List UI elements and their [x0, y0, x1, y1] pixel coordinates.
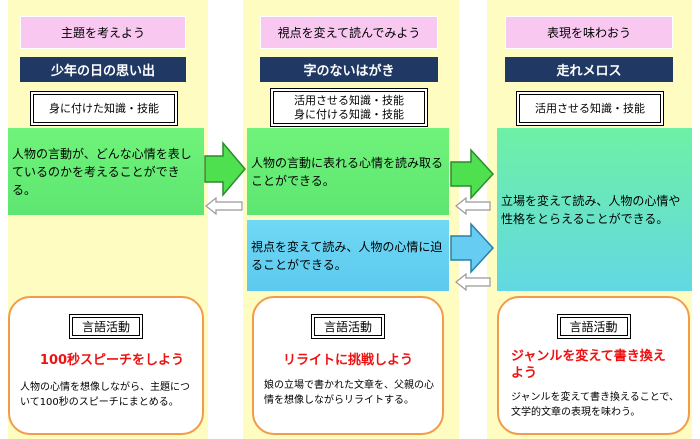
goal-3: 立場を変えて読み、人物の心情や性格をとらえることができる。: [497, 128, 692, 291]
skill-box-2: 活用させる知識・技能 身に付ける知識・技能: [270, 88, 428, 127]
skill-line: 身に付ける知識・技能: [294, 107, 404, 121]
arrow-left-icon: [455, 272, 491, 292]
arrow-left-icon: [205, 196, 243, 216]
activity-title: 100秒スピーチをしよう: [39, 353, 185, 368]
arrow-right-icon: [204, 140, 246, 198]
skill-box-1: 身に付けた知識・技能: [30, 91, 178, 126]
theme-title-1: 主題を考えよう: [20, 16, 186, 49]
arrow-right-icon: [450, 148, 495, 200]
activity-box-2: 言語活動 リライトに挑戦しよう 娘の立場で書かれた文章を、父親の心情を想像しなが…: [252, 296, 444, 435]
activity-label: 言語活動: [310, 314, 386, 339]
activity-title: リライトに挑戦しよう: [282, 353, 413, 368]
activity-title: ジャンルを変えて書き換えよう: [511, 349, 666, 381]
work-title-1: 少年の日の思い出: [20, 57, 186, 82]
activity-label: 言語活動: [556, 314, 631, 339]
theme-title-3: 表現を味わおう: [505, 16, 673, 49]
goal-2b: 視点を変えて読み、人物の心情に迫ることができる。: [247, 220, 449, 291]
skill-line: 活用させる知識・技能: [294, 93, 404, 107]
theme-title-2: 視点を変えて読んでみよう: [260, 16, 438, 49]
activity-label: 言語活動: [68, 314, 144, 339]
arrow-right-icon: [450, 222, 495, 274]
arrow-left-icon: [455, 196, 491, 216]
activity-description: 人物の心情を想像しながら、主題について100秒のスピーチにまとめる。: [20, 382, 190, 408]
skill-line: 身に付けた知識・技能: [49, 101, 159, 115]
work-title-3: 走れメロス: [505, 57, 673, 82]
skill-box-3: 活用させる知識・技能: [516, 91, 664, 126]
goal-2a: 人物の言動に表れる心情を読み取ることができる。: [247, 128, 449, 215]
work-title-2: 字のないはがき: [260, 57, 438, 82]
activity-description: ジャンルを変えて書き換えることで、文学的文章の表現を味わう。: [511, 392, 679, 418]
goal-1: 人物の言動が、どんな心情を表しているのかを考えることができる。: [8, 128, 204, 215]
skill-line: 活用させる知識・技能: [535, 101, 645, 115]
activity-box-1: 言語活動 100秒スピーチをしよう 人物の心情を想像しながら、主題について100…: [8, 296, 204, 435]
activity-description: 娘の立場で書かれた文章を、父親の心情を想像しながらリライトする。: [264, 380, 434, 406]
activity-box-3: 言語活動 ジャンルを変えて書き換えよう ジャンルを変えて書き換えることで、文学的…: [497, 296, 690, 435]
